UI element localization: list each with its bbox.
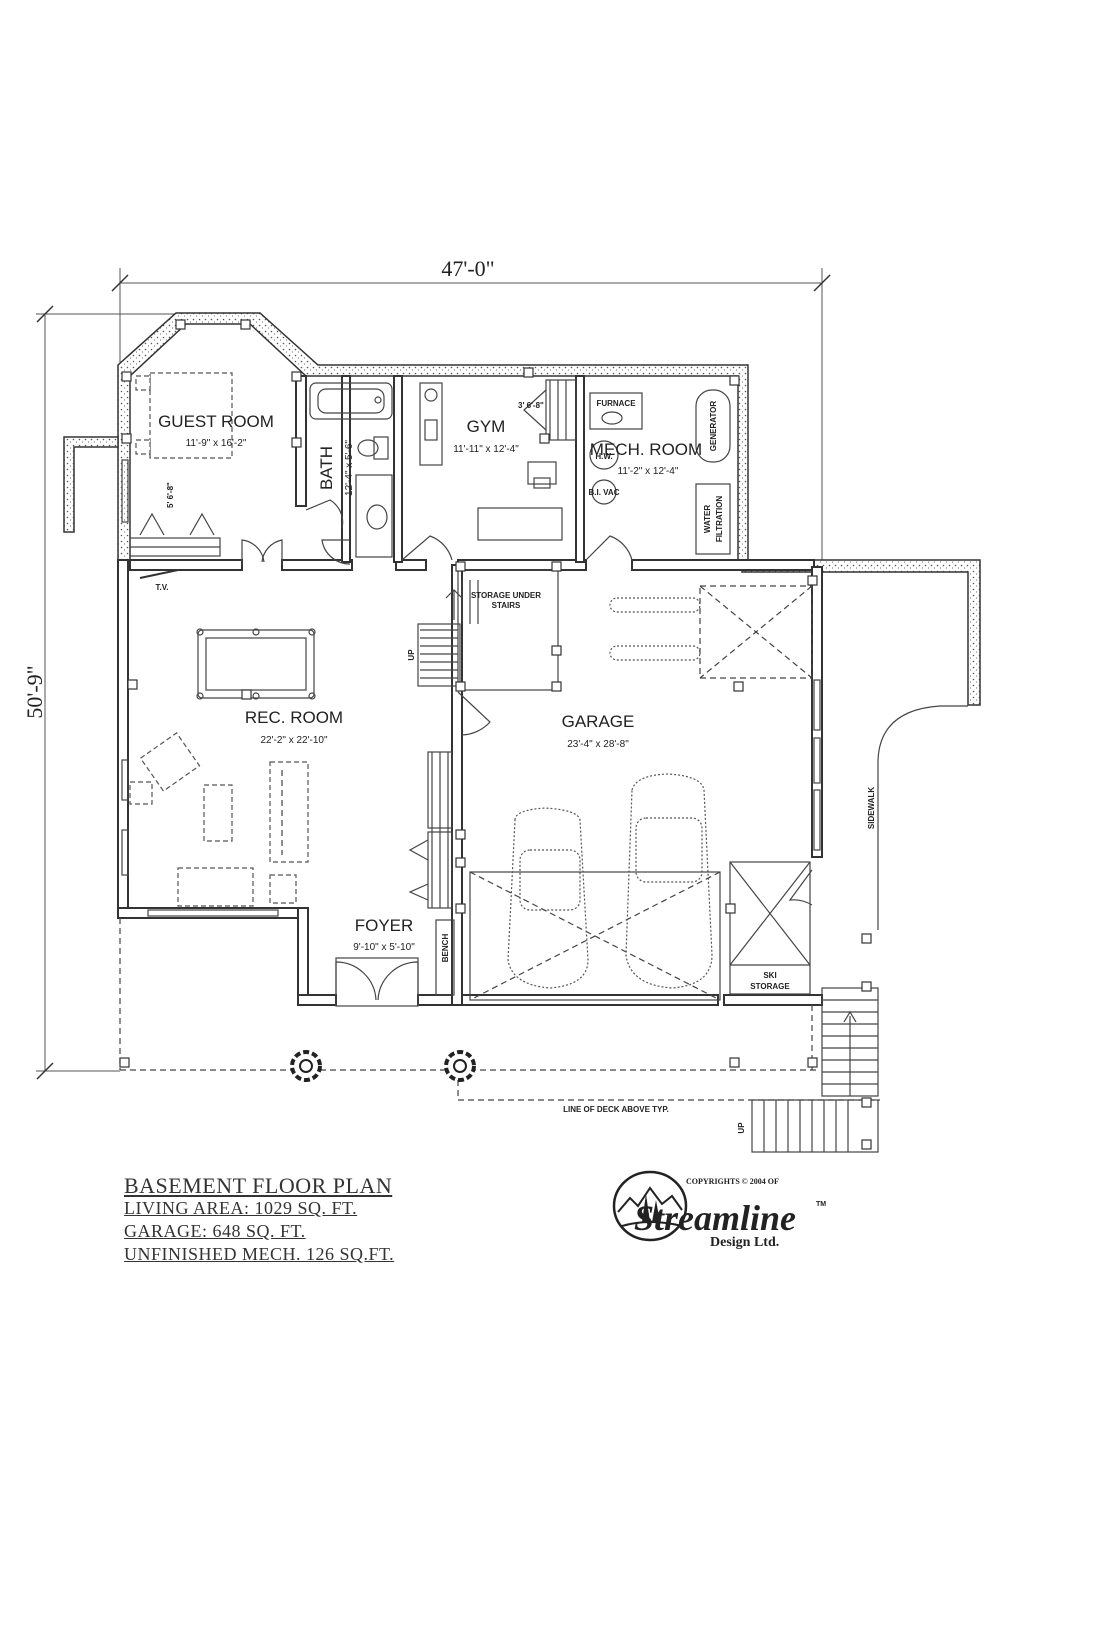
gym-name: GYM bbox=[467, 417, 506, 436]
pool-table bbox=[196, 628, 316, 700]
rec-room-furniture bbox=[129, 732, 309, 907]
car-right bbox=[625, 773, 713, 989]
depth-dimension: 50'-9" bbox=[22, 665, 47, 718]
hot-water-label: H.W. bbox=[595, 452, 612, 461]
furnace-label: FURNACE bbox=[596, 399, 636, 408]
foyer-lockers bbox=[408, 751, 455, 996]
depth-dimension-line bbox=[36, 305, 180, 1080]
guest-room-size: 11'-9" x 16'-2" bbox=[186, 438, 247, 449]
ski-storage bbox=[729, 861, 811, 995]
logo-subtitle: Design Ltd. bbox=[710, 1235, 779, 1250]
logo-trademark: TM bbox=[816, 1201, 826, 1208]
guest-closet bbox=[129, 512, 221, 579]
rec-room-size: 22'-2" x 22'-10" bbox=[260, 735, 328, 746]
storage-under-stairs-2: STAIRS bbox=[492, 601, 521, 610]
windows bbox=[121, 459, 821, 917]
exterior-walls bbox=[63, 312, 981, 706]
legend-garage-area: GARAGE: 648 SQ. FT. bbox=[124, 1221, 306, 1241]
garage-size: 23'-4" x 28'-8" bbox=[567, 739, 629, 750]
water-filtration-label-2: FILTRATION bbox=[715, 496, 724, 543]
sidewalk-edge bbox=[877, 705, 968, 930]
deck-stairs bbox=[751, 987, 879, 1153]
ski-storage-label-1: SKI bbox=[763, 971, 776, 980]
logo-brand: Streamline bbox=[634, 1198, 796, 1238]
gym-equipment bbox=[419, 379, 577, 541]
deck-line-label: LINE OF DECK ABOVE TYP. bbox=[563, 1105, 669, 1114]
width-dimension-line bbox=[111, 268, 831, 600]
rec-room-name: REC. ROOM bbox=[245, 708, 343, 727]
legend-title: BASEMENT FLOOR PLAN bbox=[124, 1173, 393, 1198]
column-posts bbox=[119, 319, 872, 1150]
legend-mech-area: UNFINISHED MECH. 126 SQ.FT. bbox=[124, 1244, 395, 1264]
water-filtration-label-1: WATER bbox=[703, 505, 712, 534]
bikes bbox=[609, 585, 813, 679]
gym-size: 11'-11" x 12'-4" bbox=[453, 444, 519, 455]
decorative-planters bbox=[290, 1050, 476, 1082]
guest-closet-dimension: 5' 6'-8" bbox=[166, 482, 175, 508]
tv-label: T.V. bbox=[155, 583, 168, 592]
ski-storage-label-2: STORAGE bbox=[750, 982, 790, 991]
streamline-logo: COPYRIGHTS © 2004 OF Streamline TM Desig… bbox=[612, 1170, 826, 1250]
bath-fixtures bbox=[309, 382, 393, 558]
mech-room-name: MECH. ROOM bbox=[590, 440, 702, 459]
bath-name: BATH bbox=[317, 446, 336, 490]
foyer-size: 9'-10" x 5'-10" bbox=[353, 942, 415, 953]
bench-label: BENCH bbox=[441, 934, 450, 963]
vacuum-label: B.I. VAC bbox=[589, 488, 620, 497]
foyer-name: FOYER bbox=[355, 916, 414, 935]
logo-copyright: COPYRIGHTS © 2004 OF bbox=[686, 1177, 779, 1186]
width-dimension: 47'-0" bbox=[441, 256, 494, 281]
mech-equipment bbox=[589, 389, 731, 555]
gym-closet-dimension: 3' 6'-8" bbox=[518, 401, 544, 410]
doors bbox=[241, 499, 813, 1007]
guest-room-name: GUEST ROOM bbox=[158, 412, 274, 431]
sidewalk-label: SIDEWALK bbox=[867, 787, 876, 829]
deck-up-label: UP bbox=[737, 1122, 746, 1134]
deck-outline bbox=[119, 918, 880, 1101]
stairs-up-label: UP bbox=[407, 649, 416, 661]
bath-size: 12'-4" x 5'-6" bbox=[344, 440, 355, 496]
plan-legend: BASEMENT FLOOR PLAN LIVING AREA: 1029 SQ… bbox=[124, 1174, 394, 1266]
stairs bbox=[417, 569, 559, 691]
mech-room-size: 11'-2" x 12'-4" bbox=[618, 466, 679, 477]
guest-bed bbox=[135, 372, 233, 459]
garage-name: GARAGE bbox=[562, 712, 635, 731]
car-left bbox=[507, 807, 589, 989]
legend-living-area: LIVING AREA: 1029 SQ. FT. bbox=[124, 1198, 358, 1218]
generator-label: GENERATOR bbox=[709, 401, 718, 452]
storage-under-stairs-1: STORAGE UNDER bbox=[471, 591, 541, 600]
